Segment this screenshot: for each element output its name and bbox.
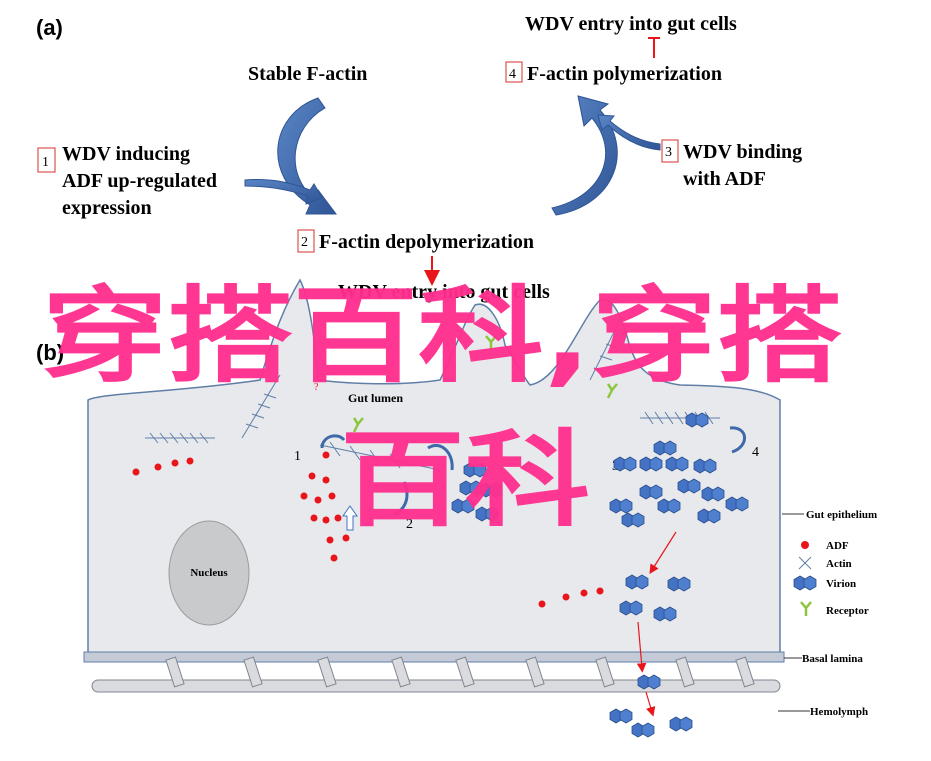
step2-text: F-actin depolymerization [319,231,534,253]
gut-epithelium-cell [87,278,781,656]
curl-arrow-2 [427,444,454,471]
bottom-entry-text: WDV entry into gut cells [338,281,550,303]
top-entry-text: WDV entry into gut cells [525,13,737,35]
panel-b-label: (b) [36,340,64,365]
lamina-pillars [165,656,755,688]
legend-virion-symbol [793,575,817,591]
step1-line2: ADF up-regulated [62,170,217,192]
stable-factin-text: Stable F-actin [248,63,367,85]
curve-arrow-right [551,95,618,216]
basal-lamina-label: Basal lamina [802,653,863,665]
virion-arrow-2 [636,621,647,673]
legend-receptor-symbol [800,601,812,616]
num-1: 1 [294,449,301,464]
step3-line2: with ADF [683,168,766,190]
question-mark: ? [314,382,319,393]
basal-lamina-bar [83,651,785,663]
watermark-line1: 穿搭百科,穿搭 [42,275,842,397]
step4-number: 4 [509,67,516,82]
nucleus-label: Nucleus [190,567,228,579]
step1-number: 1 [42,155,49,170]
legend-actin-label: Actin [826,558,852,570]
legend-virion-label: Virion [826,578,856,590]
legend-adf-symbol [801,541,809,549]
step4-box [505,61,523,83]
legend-receptor-label: Receptor [826,605,869,617]
arrow-from-step1 [244,179,323,205]
lower-rail [91,679,781,693]
curl-arrow-4 [729,426,746,454]
step1-line3: expression [62,197,152,219]
inhibition-symbol [648,37,660,58]
gut-lumen-label: Gut lumen [348,391,403,405]
arrow-from-step3 [597,114,661,151]
curl-arrow-3 [393,481,409,516]
step3-number: 3 [665,145,672,160]
hemolymph-label: Hemolymph [810,706,868,718]
step3-line1: WDV binding [683,141,802,163]
num-4: 4 [752,445,759,460]
legend-adf-label: ADF [826,540,849,552]
adf-dots [132,451,604,608]
step4-text: F-actin polymerization [527,63,722,85]
watermark-line2: 百科 [340,419,590,541]
nucleus [168,520,250,626]
receptors [352,335,618,433]
virion-arrow-1 [649,531,677,575]
step3-box [661,139,679,163]
step2-box [297,229,315,253]
step1-box [37,147,56,173]
virion-arrow-3 [645,691,656,717]
hollow-up-arrow [342,505,358,531]
curl-arrow-1 [320,434,346,449]
panel-a-label: (a) [36,15,63,40]
legend-actin-symbol [798,556,812,570]
curve-arrow-left [277,97,337,215]
num-2: 2 [406,517,413,532]
gut-epithelium-label: Gut epithelium [806,509,877,521]
step1-line1: WDV inducing [62,143,190,165]
legend: ADF Actin Virion Receptor [793,540,869,617]
step2-number: 2 [301,235,308,250]
